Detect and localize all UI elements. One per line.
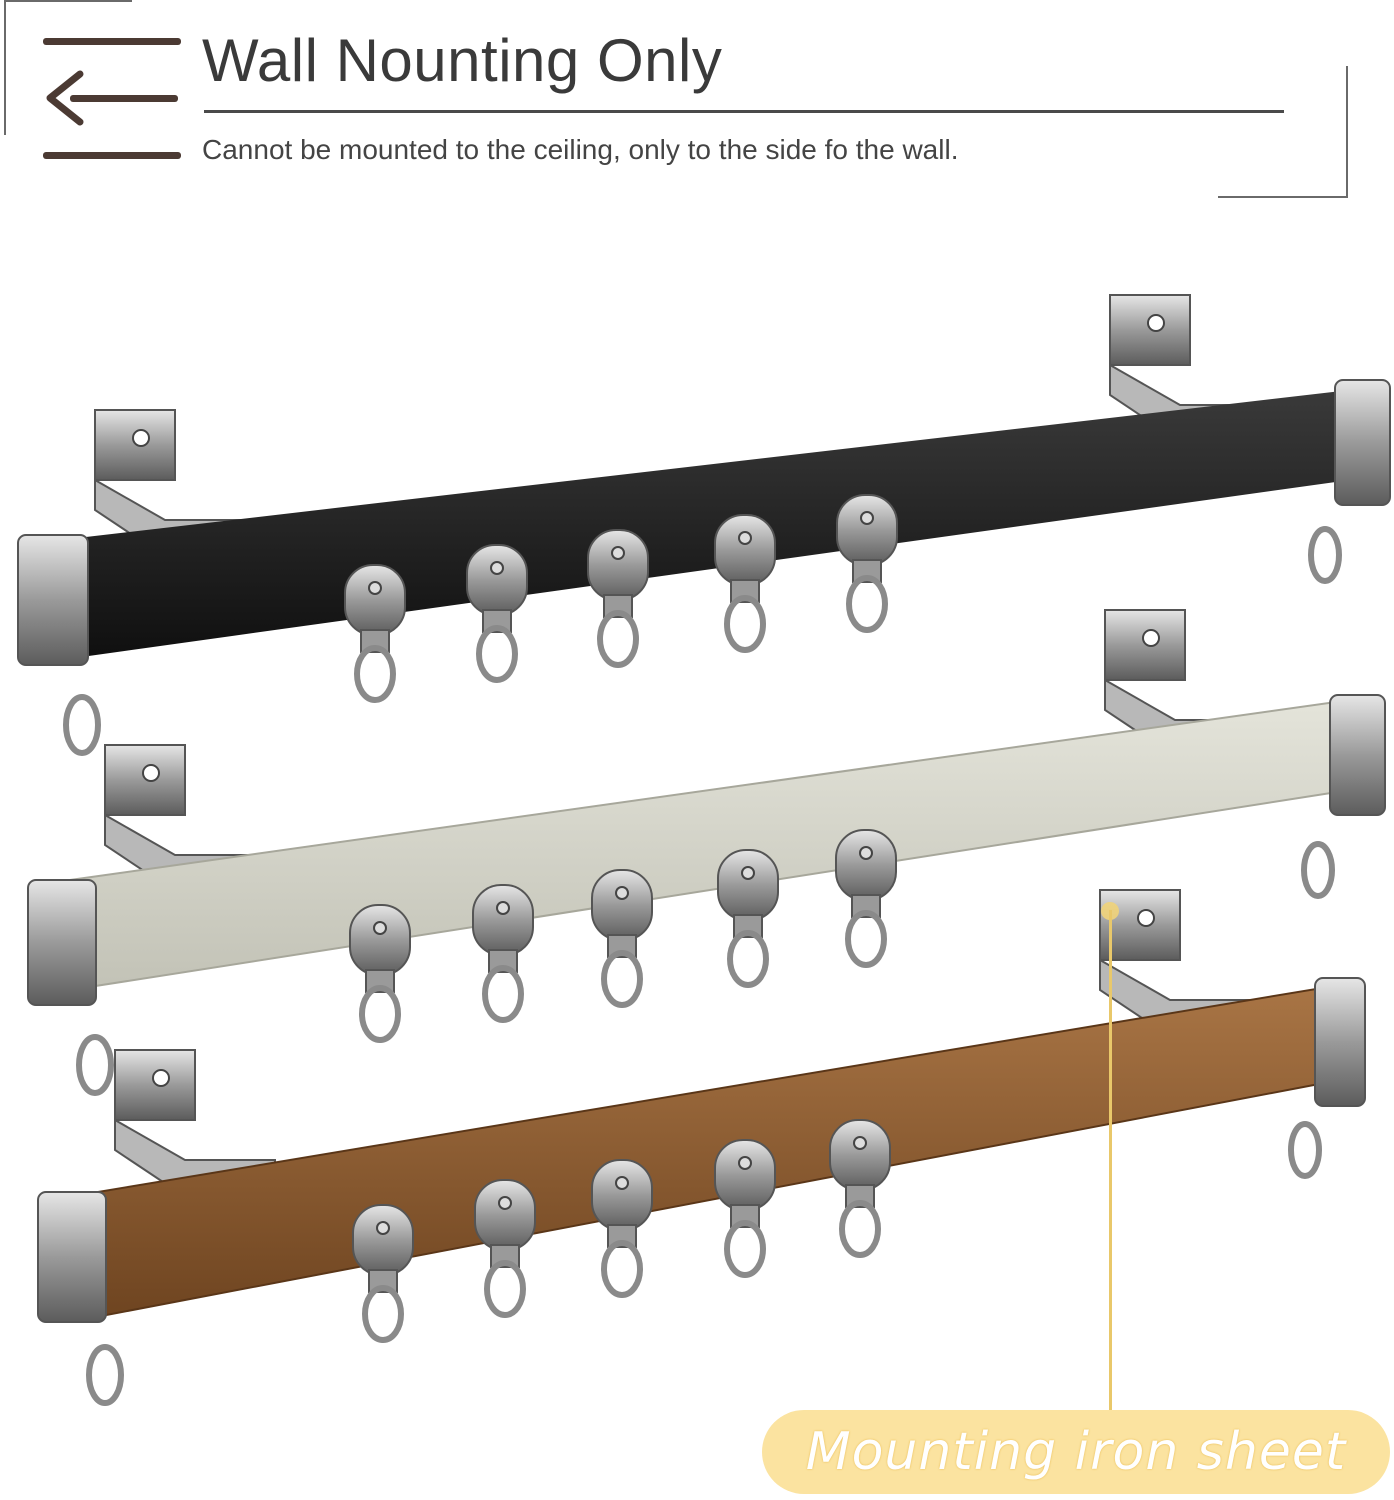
callout-pointer-line <box>1109 910 1112 1415</box>
title-divider <box>204 110 1284 113</box>
page-title: Wall Nounting Only <box>202 27 723 94</box>
curtain-track-rails-icon <box>17 294 1391 1406</box>
callout-badge: Mounting iron sheet <box>762 1410 1390 1494</box>
grey-rail <box>27 609 1386 1096</box>
frame-corner-bottom-right-horizontal <box>1218 196 1348 198</box>
frame-corner-bottom-right <box>1346 66 1348 198</box>
frame-corner-top-left <box>4 0 6 135</box>
page-subtitle: Cannot be mounted to the ceiling, only t… <box>202 134 959 165</box>
menu-back-arrow-icon <box>43 38 181 159</box>
wood-rail <box>37 889 1366 1406</box>
callout-label: Mounting iron sheet <box>805 1422 1347 1482</box>
black-rail <box>17 294 1391 756</box>
frame-corner-top-left-horizontal <box>4 0 132 2</box>
header: Wall Nounting Only Cannot be mounted to … <box>0 0 1394 210</box>
